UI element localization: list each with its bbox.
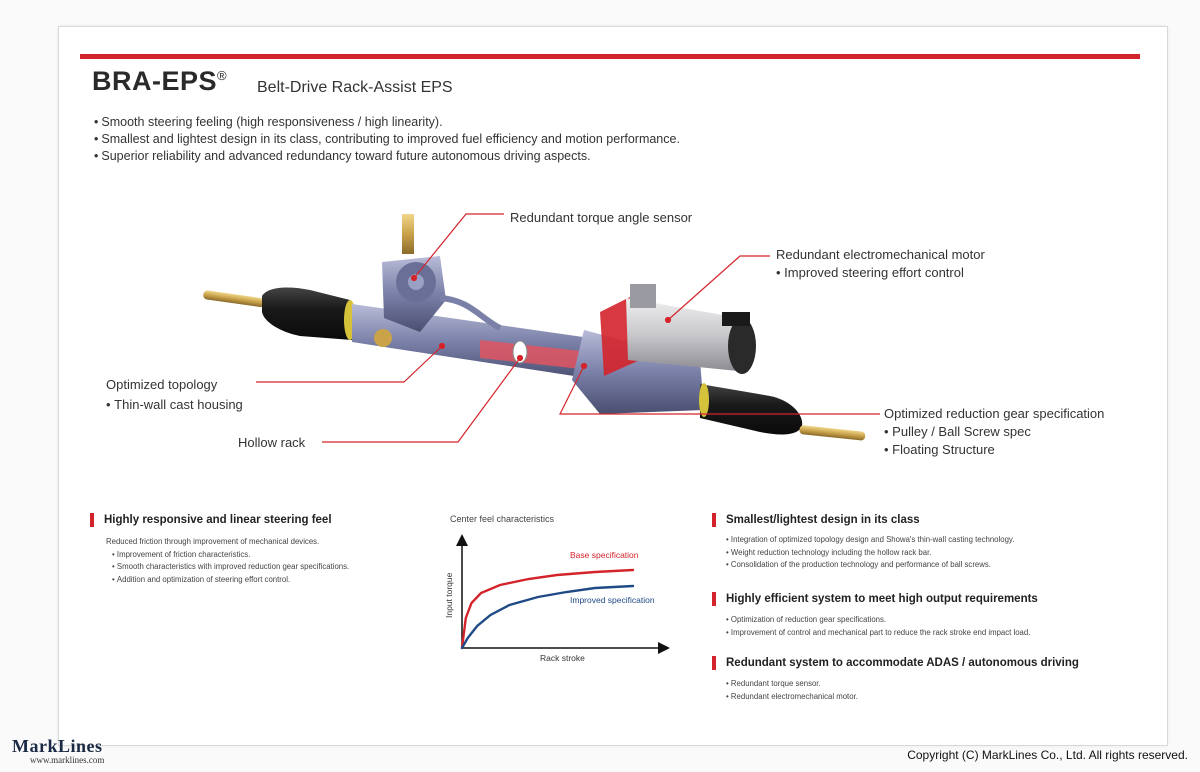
feature-bullet: Superior reliability and advanced redund… [94, 148, 680, 165]
pinion-housing [374, 214, 502, 347]
callout-torque-sensor: Redundant torque angle sensor [510, 210, 693, 225]
marklines-logo: MarkLines [12, 736, 103, 756]
section-item: Optimization of reduction gear specifica… [726, 614, 1030, 627]
page-subtitle: Belt-Drive Rack-Assist EPS [257, 79, 453, 96]
feature-bullet: Smallest and lightest design in its clas… [94, 131, 680, 148]
section-heading-redundant: Redundant system to accommodate ADAS / a… [712, 656, 1079, 670]
callout-reduction-gear: Optimized reduction gear specification P… [884, 405, 1104, 459]
registered-mark: ® [217, 68, 228, 83]
left-tie-rod [203, 290, 265, 308]
electric-motor [626, 284, 756, 374]
section-body-steering-feel: Reduced friction through improvement of … [106, 536, 349, 586]
section-item: Addition and optimization of steering ef… [106, 574, 349, 587]
page-title: BRA-EPS® [92, 66, 228, 96]
chart-title: Center feel characteristics [450, 514, 555, 524]
callout-topology-sub: Thin-wall cast housing [106, 395, 243, 415]
leader-topology [256, 345, 443, 383]
section-item: Redundant torque sensor. [726, 678, 858, 691]
copyright-notice: Copyright (C) MarkLines Co., Ltd. All ri… [907, 748, 1188, 762]
section-intro: Reduced friction through improvement of … [106, 537, 320, 546]
chart-x-label: Rack stroke [540, 653, 585, 663]
section-item: Consolidation of the production technolo… [726, 559, 1014, 572]
section-item: Weight reduction technology including th… [726, 547, 1014, 560]
right-bellows-boot [699, 383, 803, 435]
callout-motor: Redundant electromechanical motor Improv… [776, 246, 985, 282]
callout-motor-sub: Improved steering effort control [776, 264, 985, 282]
section-body-efficient: Optimization of reduction gear specifica… [726, 614, 1030, 639]
section-heading-steering-feel: Highly responsive and linear steering fe… [90, 513, 332, 527]
section-heading-smallest: Smallest/lightest design in its class [712, 513, 920, 527]
section-body-smallest: Integration of optimized topology design… [726, 534, 1015, 572]
leader-reduction-gear [559, 365, 880, 415]
callout-hollow-rack: Hollow rack [238, 435, 306, 450]
right-tie-rod [799, 425, 866, 441]
section-item: Integration of optimized topology design… [726, 534, 1015, 547]
callout-reduction-gear-label: Optimized reduction gear specification [884, 406, 1105, 421]
section-item: Improvement of control and mechanical pa… [726, 627, 1030, 640]
feature-bullet: Smooth steering feeling (high responsive… [94, 114, 680, 131]
leader-torque-sensor [413, 213, 504, 279]
leader-motor [667, 255, 770, 321]
section-item: Improvement of friction characteristics. [106, 549, 349, 562]
callout-leaders [256, 213, 880, 443]
callout-topology-label: Optimized topology [106, 377, 218, 392]
section-heading-efficient: Highly efficient system to meet high out… [712, 592, 1038, 606]
header-accent-bar [80, 54, 1140, 59]
leader-hollow-rack [322, 357, 521, 443]
callout-reduction-gear-sub: Pulley / Ball Screw spec [884, 423, 1104, 441]
section-item: Smooth characteristics with improved red… [106, 561, 349, 574]
series-base-line [460, 568, 635, 650]
callout-motor-label: Redundant electromechanical motor [776, 247, 985, 262]
series-improved-label: Improved specification [570, 595, 655, 605]
series-base-label: Base specification [570, 550, 639, 560]
chart-y-label: Input torque [444, 572, 454, 618]
series-improved-line [460, 584, 635, 650]
section-body-redundant: Redundant torque sensor. Redundant elect… [726, 678, 858, 703]
section-item: Redundant electromechanical motor. [726, 691, 858, 704]
callout-reduction-gear-sub: Floating Structure [884, 441, 1104, 459]
callout-topology: Optimized topology Thin-wall cast housin… [106, 375, 243, 415]
feature-bullets: Smooth steering feeling (high responsive… [94, 114, 680, 165]
marklines-url: www.marklines.com [30, 755, 105, 765]
